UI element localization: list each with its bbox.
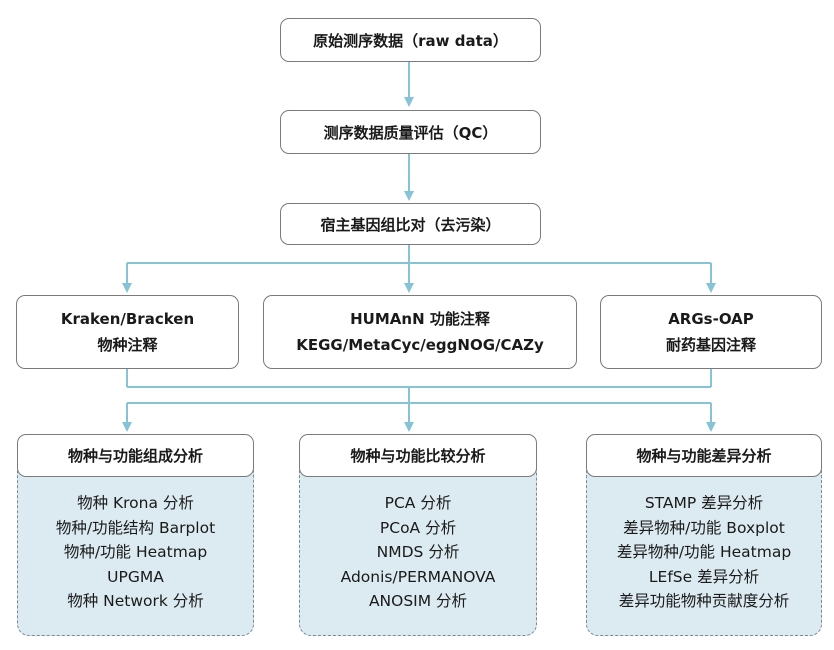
list-item: 差异物种/功能 Heatmap <box>616 543 792 561</box>
list-item: 物种 Krona 分析 <box>77 494 194 512</box>
list-item: PCoA 分析 <box>379 518 457 537</box>
list-item: UPGMA <box>107 567 164 586</box>
analysis-differential-list: STAMP 差异分析 差异物种/功能 Boxplot 差异物种/功能 Heatm… <box>587 491 821 614</box>
tool-humann-line2: KEGG/MetaCyc/eggNOG/CAZy <box>296 336 544 354</box>
list-item: Adonis/PERMANOVA <box>340 567 496 586</box>
list-item: 差异物种/功能 Boxplot <box>623 518 785 537</box>
step-qc-label: 测序数据质量评估（QC） <box>323 123 498 142</box>
tool-kraken-bracken: Kraken/Bracken 物种注释 <box>16 295 239 369</box>
list-item: NMDS 分析 <box>376 543 460 561</box>
analysis-comparison-title: 物种与功能比较分析 <box>299 434 537 477</box>
tool-args-line1: ARGs-OAP <box>668 310 754 328</box>
tool-kraken-line1: Kraken/Bracken <box>60 310 195 328</box>
tool-humann-line1: HUMAnN 功能注释 <box>350 310 490 328</box>
analysis-differential-panel: 物种与功能差异分析 STAMP 差异分析 差异物种/功能 Boxplot 差异物… <box>586 434 822 636</box>
list-item: ANOSIM 分析 <box>368 592 468 610</box>
list-item: STAMP 差异分析 <box>644 494 764 512</box>
list-item: 物种/功能 Heatmap <box>63 543 208 561</box>
tool-args-line2: 耐药基因注释 <box>665 336 756 354</box>
list-item: 物种/功能结构 Barplot <box>55 518 216 537</box>
list-item: 差异功能物种贡献度分析 <box>618 592 790 610</box>
step-host-removal-label: 宿主基因组比对（去污染） <box>320 215 501 234</box>
tool-args-oap: ARGs-OAP 耐药基因注释 <box>600 295 822 369</box>
list-item: PCA 分析 <box>384 494 452 512</box>
tool-humann: HUMAnN 功能注释 KEGG/MetaCyc/eggNOG/CAZy <box>263 295 577 369</box>
step-raw-data-label: 原始测序数据（raw data） <box>313 31 508 50</box>
list-item: 物种 Network 分析 <box>67 592 204 610</box>
step-raw-data: 原始测序数据（raw data） <box>280 18 541 62</box>
list-item: LEfSe 差异分析 <box>648 567 760 586</box>
analysis-composition-title: 物种与功能组成分析 <box>17 434 254 477</box>
tool-kraken-line2: 物种注释 <box>97 336 158 354</box>
analysis-differential-title: 物种与功能差异分析 <box>586 434 822 477</box>
analysis-comparison-panel: 物种与功能比较分析 PCA 分析 PCoA 分析 NMDS 分析 Adonis/… <box>299 434 537 636</box>
analysis-composition-panel: 物种与功能组成分析 物种 Krona 分析 物种/功能结构 Barplot 物种… <box>17 434 254 636</box>
step-host-removal: 宿主基因组比对（去污染） <box>280 203 541 245</box>
step-qc: 测序数据质量评估（QC） <box>280 110 541 154</box>
analysis-comparison-list: PCA 分析 PCoA 分析 NMDS 分析 Adonis/PERMANOVA … <box>300 491 536 614</box>
analysis-composition-list: 物种 Krona 分析 物种/功能结构 Barplot 物种/功能 Heatma… <box>18 491 253 614</box>
